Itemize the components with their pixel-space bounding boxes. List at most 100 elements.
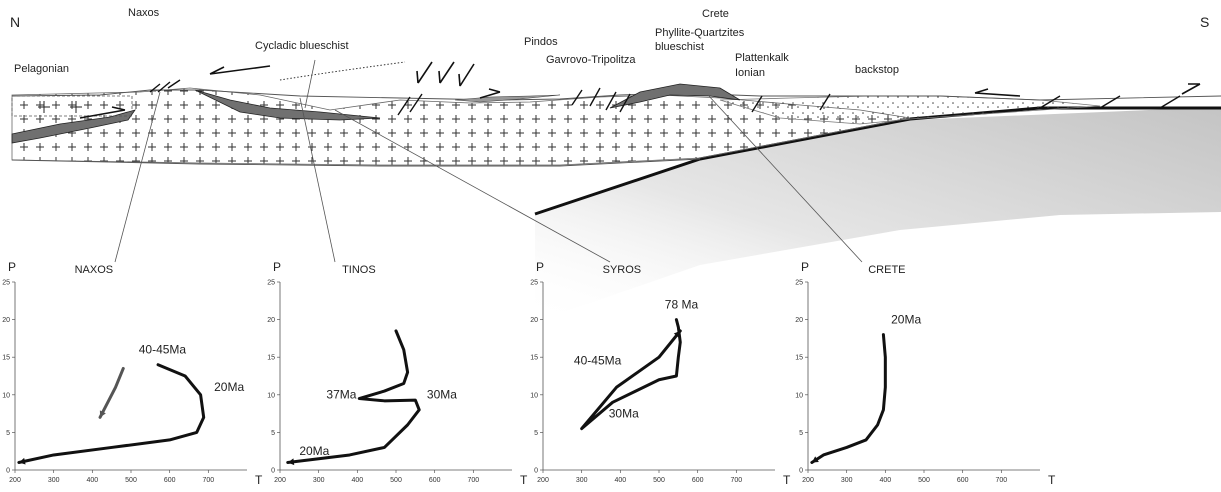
pt-path-arrowhead [18,457,26,465]
pt-path-0 [17,363,206,464]
plot-title: NAXOS [75,264,114,276]
label-backstop: backstop [855,64,899,76]
pelagonian-blueschist-unit [11,109,136,144]
x-tick-label: 400 [614,477,626,484]
pt-path-arrowhead [287,458,295,466]
dotted-trace [279,61,406,81]
y-tick-label: 5 [534,430,538,437]
y-tick-label: 20 [267,317,275,324]
y-tick-label: 15 [2,355,10,362]
y-tick-label: 15 [795,355,803,362]
pt-path-0 [580,318,682,431]
base-line [11,158,701,167]
leader-lines [114,59,863,263]
y-tick-label: 20 [2,317,10,324]
y-tick-label: 20 [530,317,538,324]
crete-blueschist-unit [609,83,741,109]
x-tick-label: 200 [9,477,21,484]
y-axis-label: P [536,260,544,274]
cycladic-blueschist-unit [194,89,381,121]
x-tick-label: 600 [429,477,441,484]
x-axis-label: T [1048,473,1056,487]
x-tick-label: 600 [164,477,176,484]
age-annotation: 78 Ma [665,297,699,311]
label-ionian: Ionian [735,67,765,79]
y-axis-label: P [273,260,281,274]
surface-line [11,89,1221,101]
x-tick-label: 600 [957,477,969,484]
x-tick-label: 300 [48,477,60,484]
x-tick-label: 400 [879,477,891,484]
pt-path-0 [286,329,421,464]
plot-title: TINOS [342,264,376,276]
x-tick-label: 200 [274,477,286,484]
x-tick-label: 500 [390,477,402,484]
north-label: N [10,14,20,30]
label-blueschist: blueschist [655,41,704,53]
plot-title: CRETE [868,264,905,276]
y-tick-label: 10 [267,392,275,399]
x-tick-label: 400 [351,477,363,484]
pt-path-arrowhead [673,330,681,338]
cross-section: N S Naxos Pelagonian Cycladic blueschist… [10,7,1221,322]
x-tick-label: 300 [841,477,853,484]
y-tick-label: 25 [530,280,538,287]
y-tick-label: 25 [267,280,275,287]
x-tick-label: 200 [802,477,814,484]
x-tick-label: 700 [995,477,1007,484]
y-tick-label: 0 [6,468,10,475]
age-annotation: 30Ma [427,388,457,402]
label-crete: Crete [702,8,729,20]
y-tick-label: 15 [530,355,538,362]
x-tick-label: 700 [730,477,742,484]
label-gavrovo-tripolitza: Gavrovo-Tripolitza [546,54,636,66]
backstop-wedge [719,95,1101,125]
age-annotation: 37Ma [326,388,356,402]
age-annotation: 20Ma [891,312,921,326]
x-tick-label: 300 [313,477,325,484]
label-phyllite-quartzites: Phyllite-Quartzites [655,27,745,39]
label-plattenkalk: Plattenkalk [735,52,789,64]
x-tick-label: 400 [86,477,98,484]
y-tick-label: 25 [2,280,10,287]
pelagonian-crosses [38,101,82,113]
y-tick-label: 0 [534,468,538,475]
x-axis-label: T [783,473,791,487]
pelagonian-box [11,95,133,117]
label-naxos: Naxos [128,7,160,19]
x-tick-label: 500 [653,477,665,484]
x-tick-label: 500 [125,477,137,484]
pt-path-0 [810,333,887,464]
y-tick-label: 10 [795,392,803,399]
y-tick-label: 25 [795,280,803,287]
y-tick-label: 0 [799,468,803,475]
y-tick-label: 10 [530,392,538,399]
x-tick-label: 600 [692,477,704,484]
x-tick-label: 300 [576,477,588,484]
pindos-unit [454,94,561,103]
label-pelagonian: Pelagonian [14,63,69,75]
x-tick-label: 500 [918,477,930,484]
y-tick-label: 20 [795,317,803,324]
x-tick-label: 700 [202,477,214,484]
motion-arrows [79,61,1201,119]
age-annotation: 20Ma [299,444,329,458]
label-cycladic-blueschist: Cycladic blueschist [255,40,349,52]
x-axis-label: T [255,473,263,487]
y-tick-label: 10 [2,392,10,399]
y-axis-label: P [8,260,16,274]
y-tick-label: 5 [6,430,10,437]
x-tick-label: 700 [467,477,479,484]
pt-path-1 [98,366,125,419]
age-annotation: 30Ma [609,406,639,420]
pt-path-arrowhead [811,456,819,463]
south-label: S [1200,14,1209,30]
age-annotation: 40-45Ma [574,354,622,368]
y-tick-label: 5 [799,430,803,437]
x-axis-label: T [520,473,528,487]
y-tick-label: 0 [271,468,275,475]
